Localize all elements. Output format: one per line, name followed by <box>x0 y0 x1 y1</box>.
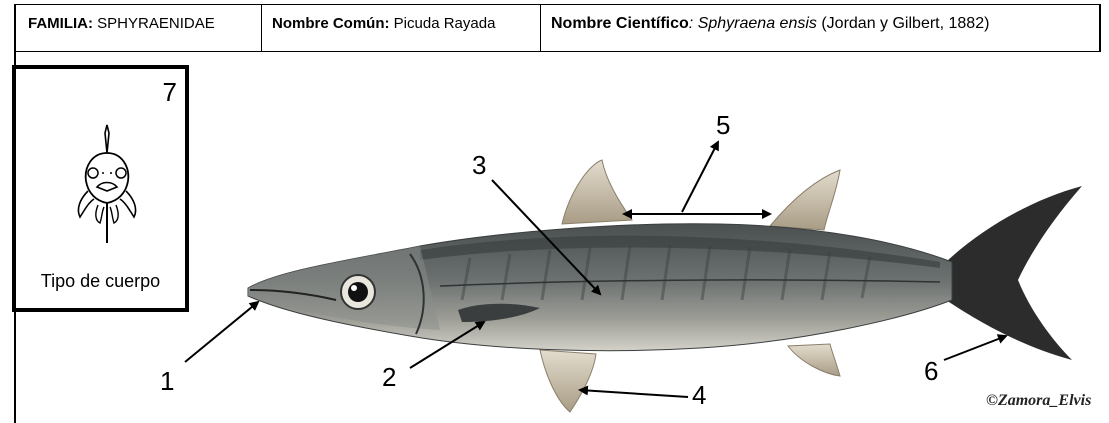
scientific-name-cell: Nombre Científico: Sphyraena ensis (Jord… <box>541 5 1099 51</box>
barracuda-photo <box>240 150 1100 420</box>
body-type-box: 7 Tipo de cuerpo <box>12 65 189 312</box>
callout-3: 3 <box>472 150 486 181</box>
scientific-name-author: (Jordan y Gilbert, 1882) <box>821 15 989 32</box>
common-name-cell: Nombre Común: Picuda Rayada <box>262 5 541 51</box>
family-cell: FAMILIA: SPHYRAENIDAE <box>16 5 262 51</box>
species-header: FAMILIA: SPHYRAENIDAE Nombre Común: Picu… <box>14 4 1101 52</box>
callout-5: 5 <box>716 110 730 141</box>
callout-2: 2 <box>382 362 396 393</box>
scientific-name-label: Nombre Científico <box>551 15 689 32</box>
common-name-label: Nombre Común: <box>272 15 390 32</box>
fish-front-view-icon <box>74 123 140 245</box>
callout-4: 4 <box>692 380 706 411</box>
scientific-name-value: Sphyraena ensis <box>698 15 817 32</box>
photo-credit: ©Zamora_Elvis <box>986 392 1091 410</box>
common-name-value: Picuda Rayada <box>394 15 496 32</box>
body-type-number: 7 <box>163 77 177 108</box>
scientific-name-colon: : <box>689 15 693 32</box>
callout-6: 6 <box>924 356 938 387</box>
family-value: SPHYRAENIDAE <box>97 15 215 32</box>
callout-1: 1 <box>160 366 174 397</box>
family-label: FAMILIA: <box>28 15 93 32</box>
body-type-label: Tipo de cuerpo <box>16 271 185 292</box>
